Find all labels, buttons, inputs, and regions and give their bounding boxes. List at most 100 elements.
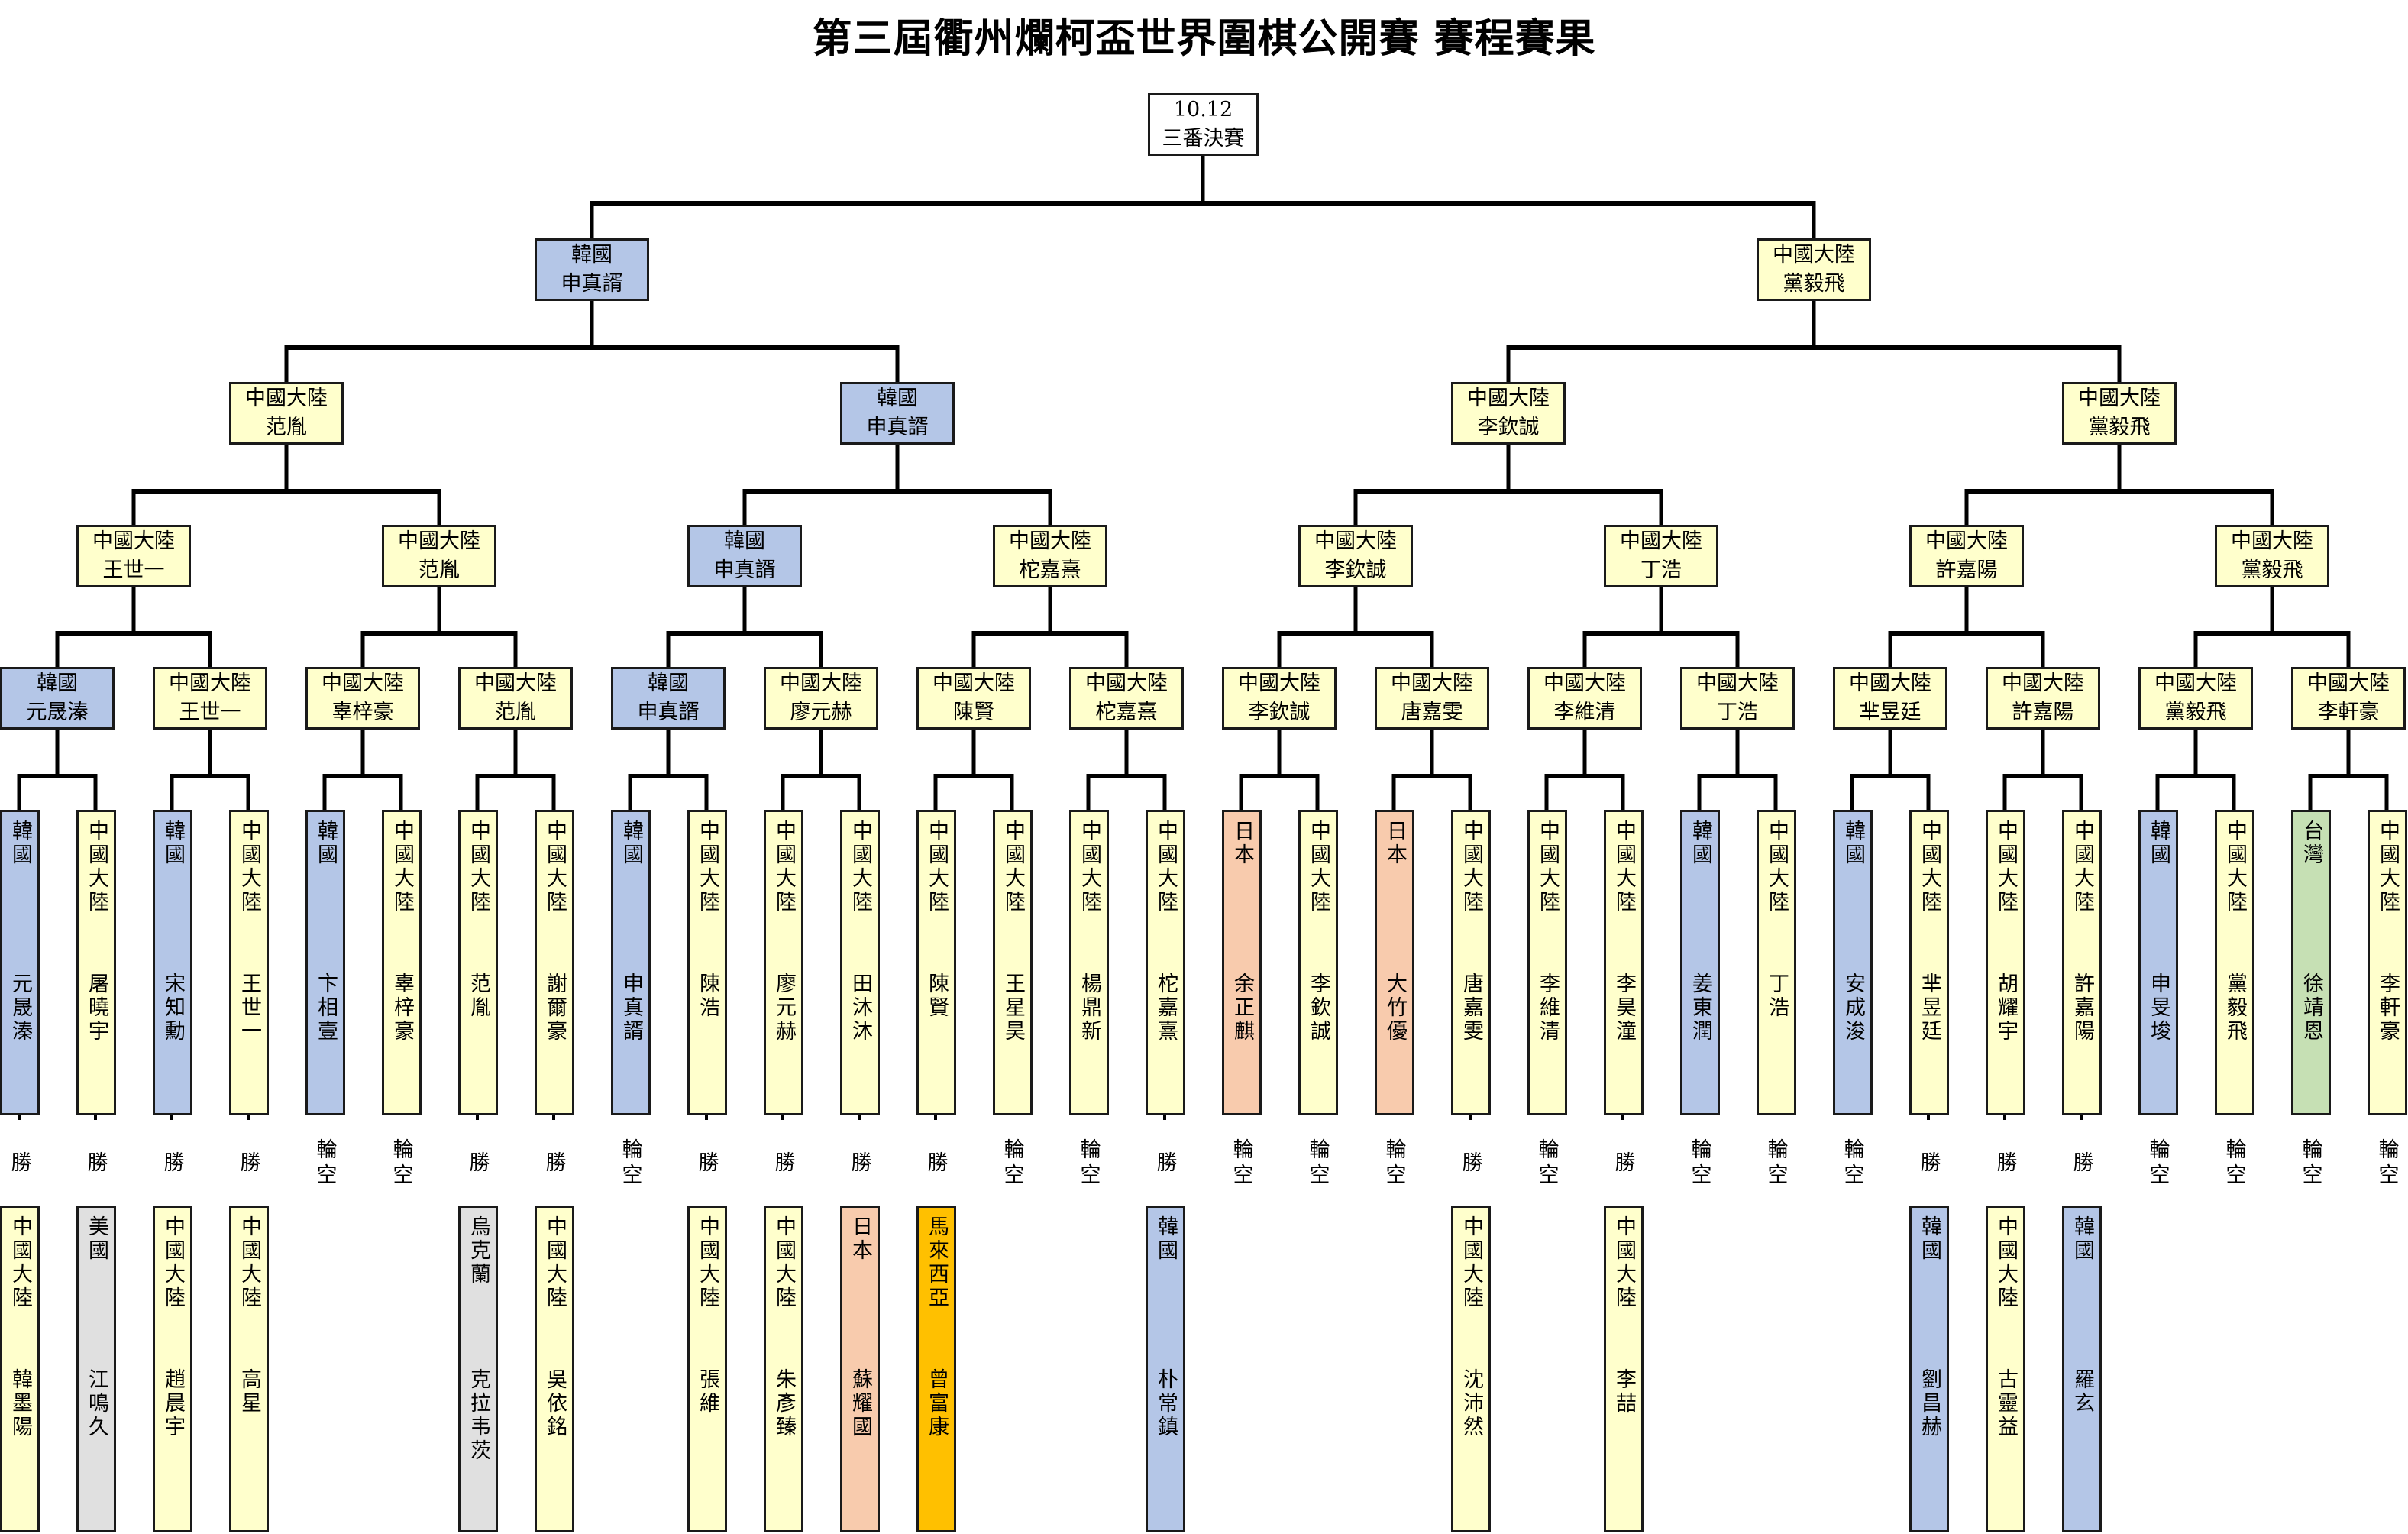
- player-box-round1: 中國大陸范胤: [458, 810, 498, 1115]
- winner-box-round2: 中國大陸辜梓豪: [305, 667, 420, 730]
- player-country: 中國大陸: [1314, 529, 1397, 553]
- player-country: 韓國: [2070, 1215, 2094, 1263]
- player-name: 朱彥臻: [772, 1368, 796, 1439]
- player-country: 中國大陸: [780, 672, 862, 695]
- player-box-round1: 韓國申真諝: [611, 810, 651, 1115]
- player-name: 李欽誠: [1324, 558, 1387, 582]
- winner-box-semifinal: 韓國申真諝: [535, 238, 649, 301]
- final-label: 三番決賽: [1162, 127, 1245, 150]
- player-box-round1: 中國大陸芈昱廷: [1909, 810, 1949, 1115]
- player-name: 丁浩: [1640, 558, 1682, 582]
- player-box-round1: 韓國宋知勳: [153, 810, 192, 1115]
- player-name: 唐嘉雯: [1401, 701, 1463, 724]
- player-country: 中國大陸: [8, 1215, 32, 1310]
- opponent-box-round1: 韓國羅玄: [2062, 1206, 2102, 1532]
- player-name: 姜東潤: [1689, 973, 1712, 1044]
- player-name: 謝爾豪: [543, 973, 567, 1044]
- winner-box-round2: 中國大陸許嘉陽: [1986, 667, 2100, 730]
- player-country: 韓國: [8, 820, 32, 867]
- player-name: 許嘉陽: [1935, 558, 1998, 582]
- player-name: 范胤: [495, 701, 536, 724]
- player-country: 中國大陸: [474, 672, 557, 695]
- player-country: 中國大陸: [1459, 1215, 1483, 1310]
- opponent-box-round1: 日本蘇耀國: [840, 1206, 880, 1532]
- opponent-box-round1: 中國大陸趙晨宇: [153, 1206, 192, 1532]
- player-name: 范胤: [419, 558, 460, 582]
- page-title: 第三屆衢州爛柯盃世界圍棋公開賽 賽程賽果: [812, 15, 1596, 62]
- winner-box-round2: 中國大陸陳賢: [916, 667, 1031, 730]
- player-box-round1: 中國大陸辜梓豪: [382, 810, 422, 1115]
- player-country: 中國大陸: [1391, 672, 1473, 695]
- opponent-box-round1: 美國江鳴久: [76, 1206, 116, 1532]
- player-country: 中國大陸: [467, 820, 490, 914]
- player-country: 中國大陸: [1620, 529, 1702, 553]
- match-result: 勝: [1916, 1150, 1941, 1176]
- final-date: 10.12: [1173, 98, 1233, 121]
- player-name: 趙晨宇: [161, 1368, 185, 1439]
- player-box-round1: 日本余正麒: [1222, 810, 1262, 1115]
- player-country: 日本: [1383, 820, 1407, 867]
- player-name: 徐靖恩: [2300, 973, 2323, 1044]
- player-name: 王世一: [238, 973, 261, 1044]
- player-name: 李軒豪: [2317, 701, 2380, 724]
- player-country: 中國大陸: [2223, 820, 2247, 914]
- player-box-round1: 中國大陸李昊潼: [1604, 810, 1644, 1115]
- player-name: 柁嘉熹: [1019, 558, 1081, 582]
- player-name: 丁浩: [1765, 973, 1789, 1020]
- winner-box-quarterfinal: 中國大陸范胤: [229, 382, 344, 445]
- match-result: 輪空: [1229, 1138, 1253, 1189]
- player-country: 中國大陸: [1543, 672, 1626, 695]
- match-result: 輪空: [2222, 1138, 2246, 1189]
- player-country: 中國大陸: [245, 387, 328, 410]
- player-box-round1: 中國大陸王星昊: [993, 810, 1033, 1115]
- winner-box-round3: 韓國申真諝: [687, 525, 802, 587]
- player-box-round1: 中國大陸李維清: [1527, 810, 1567, 1115]
- player-country: 韓國: [37, 672, 78, 695]
- player-name: 李欽誠: [1248, 701, 1311, 724]
- winner-box-round3: 中國大陸丁浩: [1604, 525, 1718, 587]
- player-name: 羅玄: [2070, 1368, 2094, 1416]
- player-name: 申真諝: [713, 558, 776, 582]
- player-box-round1: 中國大陸黨毅飛: [2215, 810, 2254, 1115]
- player-name: 唐嘉雯: [1459, 973, 1483, 1044]
- opponent-box-round1: 中國大陸高星: [229, 1206, 269, 1532]
- player-name: 李維清: [1553, 701, 1616, 724]
- player-name: 申真諝: [619, 973, 643, 1044]
- match-result: 輪空: [2298, 1138, 2322, 1189]
- player-country: 日本: [848, 1215, 872, 1263]
- match-result: 勝: [465, 1150, 490, 1176]
- player-country: 韓國: [161, 820, 185, 867]
- match-result: 輪空: [1382, 1138, 1406, 1189]
- winner-box-round2: 中國大陸范胤: [458, 667, 573, 730]
- opponent-box-round1: 中國大陸吳依銘: [535, 1206, 574, 1532]
- player-name: 芈昱廷: [1859, 701, 1922, 724]
- player-country: 中國大陸: [932, 672, 1015, 695]
- match-result: 輪空: [1763, 1138, 1788, 1189]
- player-country: 韓國: [1841, 820, 1865, 867]
- player-name: 吳依銘: [543, 1368, 567, 1439]
- player-name: 陳賢: [953, 701, 994, 724]
- player-box-round1: 韓國安成浚: [1833, 810, 1873, 1115]
- player-name: 元晟溱: [8, 973, 32, 1044]
- player-name: 申真諝: [561, 272, 623, 296]
- match-result: 輪空: [1305, 1138, 1330, 1189]
- player-country: 韓國: [571, 243, 613, 267]
- player-country: 中國大陸: [2002, 672, 2084, 695]
- match-result: 輪空: [1000, 1138, 1024, 1189]
- player-country: 中國大陸: [1459, 820, 1483, 914]
- match-result: 勝: [771, 1150, 795, 1176]
- match-result: 輪空: [1076, 1138, 1101, 1189]
- player-box-round1: 韓國卞相壹: [305, 810, 345, 1115]
- player-country: 中國大陸: [1238, 672, 1320, 695]
- player-name: 安成浚: [1841, 973, 1865, 1044]
- player-country: 中國大陸: [238, 820, 261, 914]
- opponent-box-round1: 韓國劉昌赫: [1909, 1206, 1949, 1532]
- player-name: 江鳴久: [85, 1368, 108, 1439]
- player-country: 韓國: [2147, 820, 2170, 867]
- player-box-round1: 韓國元晟溱: [0, 810, 40, 1115]
- player-country: 中國大陸: [2231, 529, 2313, 553]
- winner-box-round2: 中國大陸廖元赫: [764, 667, 878, 730]
- match-result: 勝: [694, 1150, 719, 1176]
- opponent-box-round1: 烏克蘭克拉韦茨: [458, 1206, 498, 1532]
- match-result: 勝: [1152, 1150, 1177, 1176]
